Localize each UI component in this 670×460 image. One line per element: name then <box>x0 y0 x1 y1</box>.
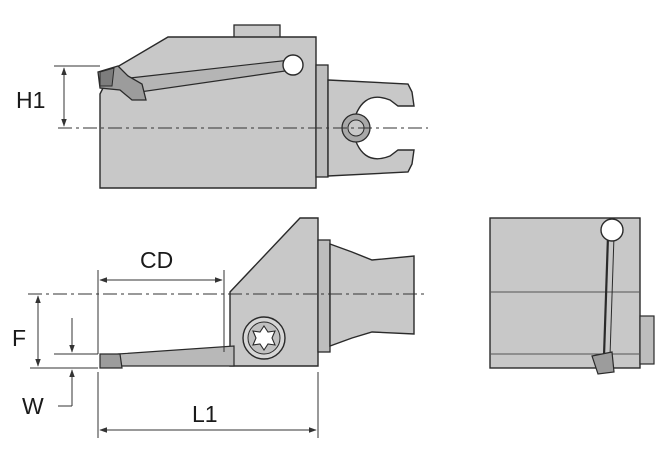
end-pin <box>600 218 624 242</box>
cd-label: CD <box>140 247 173 273</box>
top-pin <box>282 54 304 76</box>
top-main-body <box>99 36 317 189</box>
top-insert-tip <box>99 67 115 87</box>
end-view <box>489 217 655 375</box>
top-view: H1 <box>16 24 428 189</box>
side-blade <box>117 345 235 367</box>
end-insert <box>591 351 615 375</box>
side-step <box>317 239 331 353</box>
end-side-tab <box>639 315 655 365</box>
end-blade-arm-edge <box>609 235 615 357</box>
top-step <box>315 64 329 178</box>
f-label: F <box>12 325 26 351</box>
w-label: W <box>22 393 44 419</box>
side-view: CD F W L1 <box>12 217 428 438</box>
end-main-body <box>489 217 641 369</box>
side-insert <box>99 353 123 369</box>
torx-star-icon <box>252 325 276 351</box>
end-blade-arm <box>602 235 610 357</box>
l1-label: L1 <box>192 401 218 427</box>
h1-label: H1 <box>16 87 45 113</box>
side-shank <box>329 243 415 347</box>
